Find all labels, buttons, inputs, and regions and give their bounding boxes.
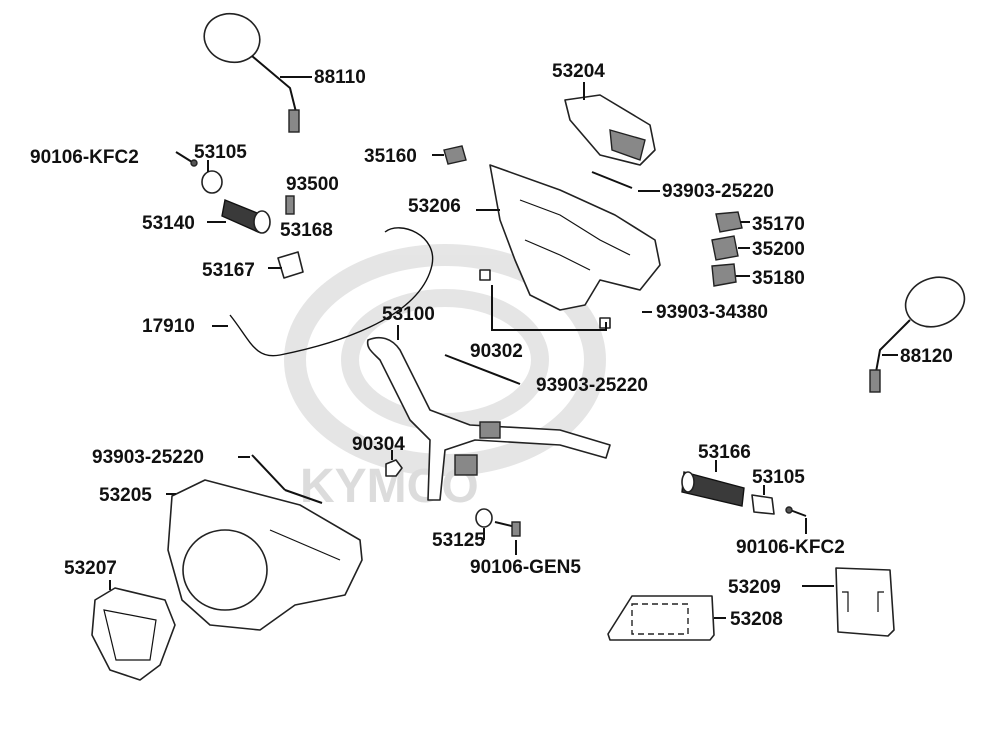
label-53100: 53100 xyxy=(382,304,435,325)
front-cover-53205 xyxy=(167,479,363,631)
label-88110: 88110 xyxy=(314,67,366,88)
label-53105-right: 53105 xyxy=(752,467,805,488)
label-93903-25220-middle: 93903-25220 xyxy=(536,375,648,396)
lens-53208 xyxy=(607,595,715,641)
label-53125: 53125 xyxy=(432,530,485,551)
label-53206: 53206 xyxy=(408,196,461,217)
label-53168: 53168 xyxy=(280,220,333,241)
label-17910: 17910 xyxy=(142,316,195,337)
nut-90304 xyxy=(385,459,403,477)
label-53140: 53140 xyxy=(142,213,195,234)
label-53208: 53208 xyxy=(730,609,783,630)
label-90304: 90304 xyxy=(352,434,405,455)
label-90106-gen5: 90106-GEN5 xyxy=(470,557,581,578)
label-35200: 35200 xyxy=(752,239,805,260)
label-90302: 90302 xyxy=(470,341,523,362)
label-93500: 93500 xyxy=(286,174,339,195)
label-53167: 53167 xyxy=(202,260,255,281)
inner-cover-53206 xyxy=(489,164,661,311)
right-grip xyxy=(681,471,807,517)
panel-53207 xyxy=(91,587,176,681)
label-53105-left: 53105 xyxy=(194,142,247,163)
label-35160: 35160 xyxy=(364,146,417,167)
label-93903-25220-top: 93903-25220 xyxy=(662,181,774,202)
mirror-right xyxy=(869,276,966,393)
label-88120: 88120 xyxy=(900,346,953,367)
handlebar-53100 xyxy=(366,336,611,501)
label-90106-kfc2-right: 90106-KFC2 xyxy=(736,537,845,558)
plate-53209 xyxy=(835,567,895,637)
label-53205: 53205 xyxy=(99,485,152,506)
left-grip xyxy=(175,151,271,234)
mirror-left xyxy=(203,12,300,133)
label-35170: 35170 xyxy=(752,214,805,235)
label-93903-25220-lower: 93903-25220 xyxy=(92,447,204,468)
label-53166: 53166 xyxy=(698,442,751,463)
label-53209: 53209 xyxy=(728,577,781,598)
label-53204: 53204 xyxy=(552,61,605,82)
label-90106-kfc2-left: 90106-KFC2 xyxy=(30,147,139,168)
throttle-cable xyxy=(229,227,434,357)
label-53207: 53207 xyxy=(64,558,117,579)
meter-cover-53204 xyxy=(564,94,656,166)
switches xyxy=(711,211,743,287)
switch-parts-left xyxy=(277,195,304,279)
label-35180: 35180 xyxy=(752,268,805,289)
clip-35160 xyxy=(443,145,467,165)
label-93903-34380: 93903-34380 xyxy=(656,302,768,323)
